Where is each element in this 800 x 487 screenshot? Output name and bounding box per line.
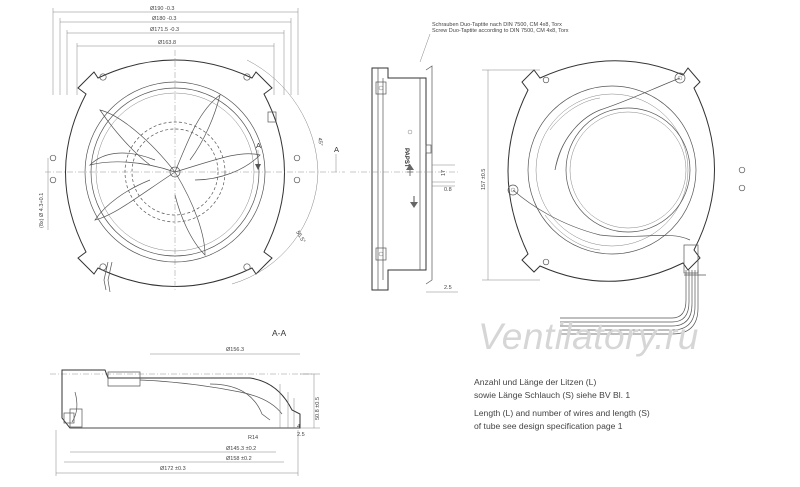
dim-sec-1563: Ø156.3 bbox=[226, 347, 244, 353]
note-de-line1: Anzahl und Länge der Litzen (L) bbox=[474, 377, 597, 387]
rear-view: 157 ±0.5 bbox=[481, 60, 746, 335]
airflow-arrow-icon bbox=[410, 196, 418, 208]
dim-sec-r14: R14 bbox=[248, 435, 258, 441]
section-view: A-A Ø156.3 Ø145.3 ±0.2 Ø158 ±0.2 Ø172 ±0… bbox=[50, 328, 321, 476]
front-view: Ø190 -0.3 Ø180 -0.3 Ø171.5 -0.3 Ø163.8 bbox=[39, 6, 345, 293]
dim-sec-25: 2.5 bbox=[297, 432, 305, 438]
screw-note-de: Schrauben Duo-Taptite nach DIN 7500, CM … bbox=[432, 22, 562, 28]
dim-height: 157 ±0.5 bbox=[481, 169, 487, 190]
dim-d1715: Ø171.5 -0.3 bbox=[150, 27, 179, 33]
dim-sec-508: 50.8 ±0.5 bbox=[315, 397, 321, 420]
note-en-line1: Length (L) and number of wires and lengt… bbox=[474, 408, 650, 418]
screw-note-en: Screw Duo-Taptite according to DIN 7500,… bbox=[432, 28, 569, 34]
dim-angle-555: 55.5° bbox=[294, 230, 306, 244]
dim-sec-1453: Ø145.3 ±0.2 bbox=[226, 446, 256, 452]
dim-d1638: Ø163.8 bbox=[158, 40, 176, 46]
dim-08: 0.8 bbox=[444, 187, 452, 193]
dim-d190: Ø190 -0.3 bbox=[150, 6, 174, 12]
dim-sec-172: Ø172 ±0.3 bbox=[160, 466, 186, 472]
dim-17: 17 bbox=[441, 170, 447, 176]
dim-sec-4: 4 bbox=[297, 424, 300, 430]
section-mark-right: A bbox=[334, 145, 339, 154]
dim-angle-45: 45° bbox=[316, 137, 323, 146]
section-mark-left: A bbox=[256, 141, 261, 150]
side-view: Schrauben Duo-Taptite nach DIN 7500, CM … bbox=[350, 22, 569, 293]
note-de-line2: sowie Länge Schlauch (S) siehe BV Bl. 1 bbox=[474, 390, 631, 400]
dim-25-side: 2.5 bbox=[444, 285, 452, 291]
dim-sec-1582: Ø158 ±0.2 bbox=[226, 456, 252, 462]
note-en-line2: of tube see design specification page 1 bbox=[474, 421, 623, 431]
dim-mounting-holes: (8x) Ø 4.3+0.1 bbox=[39, 193, 45, 228]
brand-mark: PAPST bbox=[403, 148, 409, 168]
section-title: A-A bbox=[272, 328, 287, 338]
dim-d180: Ø180 -0.3 bbox=[152, 16, 176, 22]
watermark: Ventilatory.ru bbox=[478, 316, 699, 357]
